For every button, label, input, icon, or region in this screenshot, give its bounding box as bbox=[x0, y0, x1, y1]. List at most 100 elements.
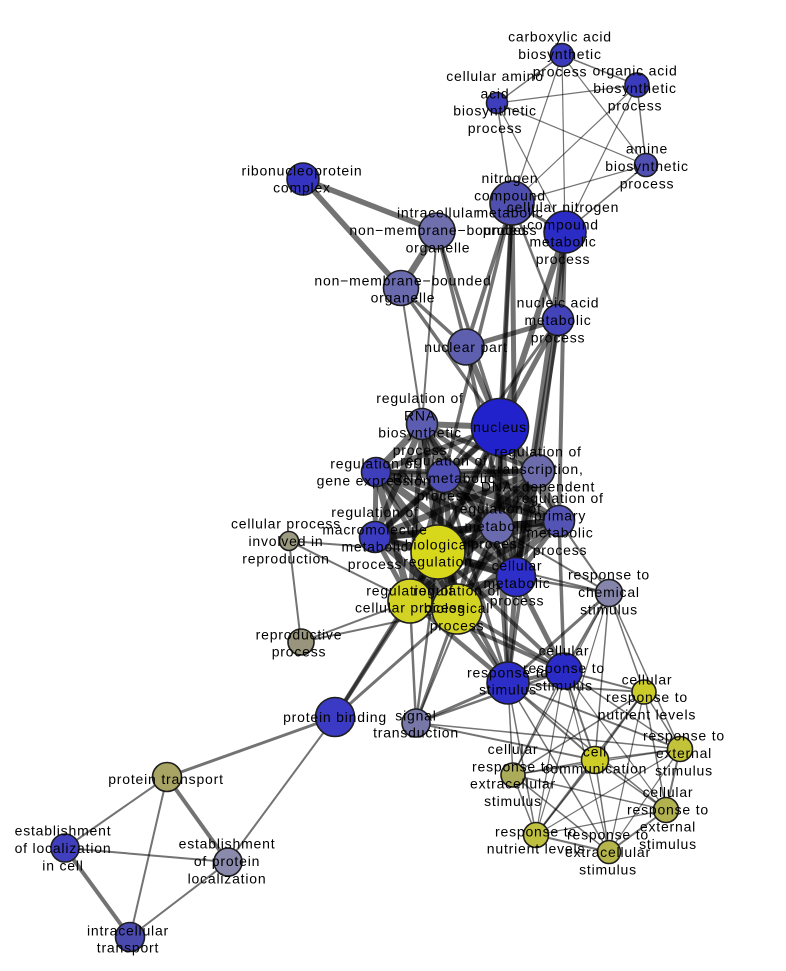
svg-text:reproduction: reproduction bbox=[242, 550, 329, 566]
svg-text:stimulus: stimulus bbox=[580, 601, 638, 617]
svg-text:regulation of: regulation of bbox=[366, 582, 453, 598]
svg-text:in cell: in cell bbox=[42, 857, 83, 873]
svg-text:cellular process: cellular process bbox=[231, 516, 341, 532]
svg-text:process: process bbox=[536, 251, 591, 267]
svg-text:response to: response to bbox=[567, 827, 649, 843]
svg-text:compound: compound bbox=[527, 216, 599, 232]
svg-text:nutrient levels: nutrient levels bbox=[598, 706, 696, 722]
svg-text:response to: response to bbox=[606, 689, 688, 705]
svg-text:biosynthetic: biosynthetic bbox=[593, 80, 677, 96]
svg-text:response to: response to bbox=[568, 567, 650, 583]
svg-text:biological: biological bbox=[424, 600, 490, 616]
svg-text:regulation of: regulation of bbox=[413, 583, 500, 599]
svg-text:extracellular: extracellular bbox=[565, 844, 651, 860]
svg-text:response to: response to bbox=[472, 758, 554, 774]
svg-text:process: process bbox=[348, 556, 403, 572]
svg-text:process: process bbox=[430, 617, 485, 633]
svg-text:nuclear part: nuclear part bbox=[424, 339, 508, 355]
svg-text:chemical: chemical bbox=[578, 584, 640, 600]
svg-text:organic acid: organic acid bbox=[592, 63, 677, 79]
svg-text:cellular: cellular bbox=[488, 741, 539, 757]
svg-text:stimulus: stimulus bbox=[579, 861, 637, 877]
svg-text:cellular amino: cellular amino bbox=[446, 68, 544, 84]
svg-text:transduction: transduction bbox=[373, 725, 459, 741]
svg-text:signal: signal bbox=[395, 707, 436, 723]
svg-text:process: process bbox=[608, 97, 663, 113]
svg-text:process: process bbox=[620, 175, 675, 191]
svg-text:non−membrane−bounded: non−membrane−bounded bbox=[349, 222, 526, 238]
svg-text:macromolecule: macromolecule bbox=[322, 521, 427, 537]
svg-text:metabolic: metabolic bbox=[529, 234, 596, 250]
svg-text:external: external bbox=[640, 819, 696, 835]
svg-text:ribonucleoprotein: ribonucleoprotein bbox=[241, 162, 362, 178]
svg-text:process: process bbox=[468, 120, 523, 136]
svg-text:stimulus: stimulus bbox=[639, 836, 697, 852]
svg-text:DNA−dependent: DNA−dependent bbox=[481, 478, 595, 494]
svg-text:biosynthetic: biosynthetic bbox=[518, 46, 602, 62]
svg-text:reproductive: reproductive bbox=[256, 626, 343, 642]
svg-text:biological: biological bbox=[405, 536, 471, 552]
svg-text:process: process bbox=[490, 592, 545, 608]
svg-text:nutrient levels: nutrient levels bbox=[487, 841, 585, 857]
svg-text:process: process bbox=[533, 542, 588, 558]
svg-text:cellular: cellular bbox=[539, 643, 590, 659]
svg-text:stimulus: stimulus bbox=[655, 762, 713, 778]
svg-text:regulation of: regulation of bbox=[454, 501, 541, 517]
svg-text:acid: acid bbox=[481, 85, 510, 101]
svg-text:compound: compound bbox=[474, 187, 546, 203]
svg-text:biosynthetic: biosynthetic bbox=[378, 425, 462, 441]
svg-text:response to: response to bbox=[627, 801, 709, 817]
svg-text:nitrogen: nitrogen bbox=[482, 170, 539, 186]
svg-text:stimulus: stimulus bbox=[479, 682, 537, 698]
svg-text:metabolic: metabolic bbox=[341, 539, 408, 555]
svg-text:non−membrane−bounded: non−membrane−bounded bbox=[314, 272, 491, 288]
svg-text:of localization: of localization bbox=[15, 840, 112, 856]
svg-text:regulation: regulation bbox=[403, 554, 473, 570]
svg-text:of protein: of protein bbox=[194, 853, 260, 869]
svg-text:response to: response to bbox=[643, 728, 725, 744]
svg-text:metabolic: metabolic bbox=[524, 312, 591, 328]
svg-text:nucleic acid: nucleic acid bbox=[517, 295, 600, 311]
svg-text:stimulus: stimulus bbox=[484, 793, 542, 809]
svg-text:transcription,: transcription, bbox=[492, 461, 583, 477]
svg-text:intracellular: intracellular bbox=[397, 205, 479, 221]
svg-text:metabolic: metabolic bbox=[526, 525, 593, 541]
svg-text:metabolic: metabolic bbox=[464, 518, 531, 534]
svg-text:regulation of: regulation of bbox=[516, 490, 603, 506]
svg-text:involved in: involved in bbox=[249, 533, 324, 549]
svg-text:response to: response to bbox=[523, 660, 605, 676]
svg-text:localization: localization bbox=[188, 870, 267, 886]
svg-text:process: process bbox=[417, 487, 472, 503]
svg-text:process: process bbox=[272, 644, 327, 660]
svg-text:metabolic: metabolic bbox=[476, 205, 543, 221]
svg-text:biosynthetic: biosynthetic bbox=[605, 158, 689, 174]
svg-text:external: external bbox=[656, 745, 712, 761]
svg-text:nucleus: nucleus bbox=[473, 419, 527, 435]
svg-text:protein transport: protein transport bbox=[108, 771, 224, 787]
svg-text:regulation of: regulation of bbox=[331, 504, 418, 520]
svg-text:establishment: establishment bbox=[15, 823, 112, 839]
svg-text:protein binding: protein binding bbox=[283, 709, 387, 725]
svg-text:biosynthetic: biosynthetic bbox=[453, 103, 537, 119]
svg-text:establishment: establishment bbox=[179, 836, 276, 852]
svg-text:RNA: RNA bbox=[404, 407, 436, 423]
svg-text:stimulus: stimulus bbox=[535, 677, 593, 693]
svg-text:communication: communication bbox=[543, 761, 648, 777]
svg-text:cellular nitrogen: cellular nitrogen bbox=[507, 199, 619, 215]
svg-text:process: process bbox=[533, 63, 588, 79]
svg-text:cellular: cellular bbox=[643, 784, 694, 800]
svg-text:RNA metabolic: RNA metabolic bbox=[393, 470, 496, 486]
svg-text:extracellular: extracellular bbox=[470, 776, 556, 792]
svg-text:cell: cell bbox=[583, 743, 607, 759]
svg-text:response to: response to bbox=[495, 823, 577, 839]
svg-text:regulation of: regulation of bbox=[494, 444, 581, 460]
svg-text:regulation of: regulation of bbox=[400, 453, 487, 469]
svg-text:process: process bbox=[393, 442, 448, 458]
svg-text:cellular: cellular bbox=[492, 558, 543, 574]
svg-text:organelle: organelle bbox=[406, 239, 471, 255]
svg-text:regulation of: regulation of bbox=[376, 390, 463, 406]
svg-text:transport: transport bbox=[97, 940, 159, 956]
svg-text:regulation of: regulation of bbox=[330, 455, 417, 471]
svg-text:intracellular: intracellular bbox=[87, 922, 169, 938]
svg-text:carboxylic acid: carboxylic acid bbox=[508, 29, 612, 45]
